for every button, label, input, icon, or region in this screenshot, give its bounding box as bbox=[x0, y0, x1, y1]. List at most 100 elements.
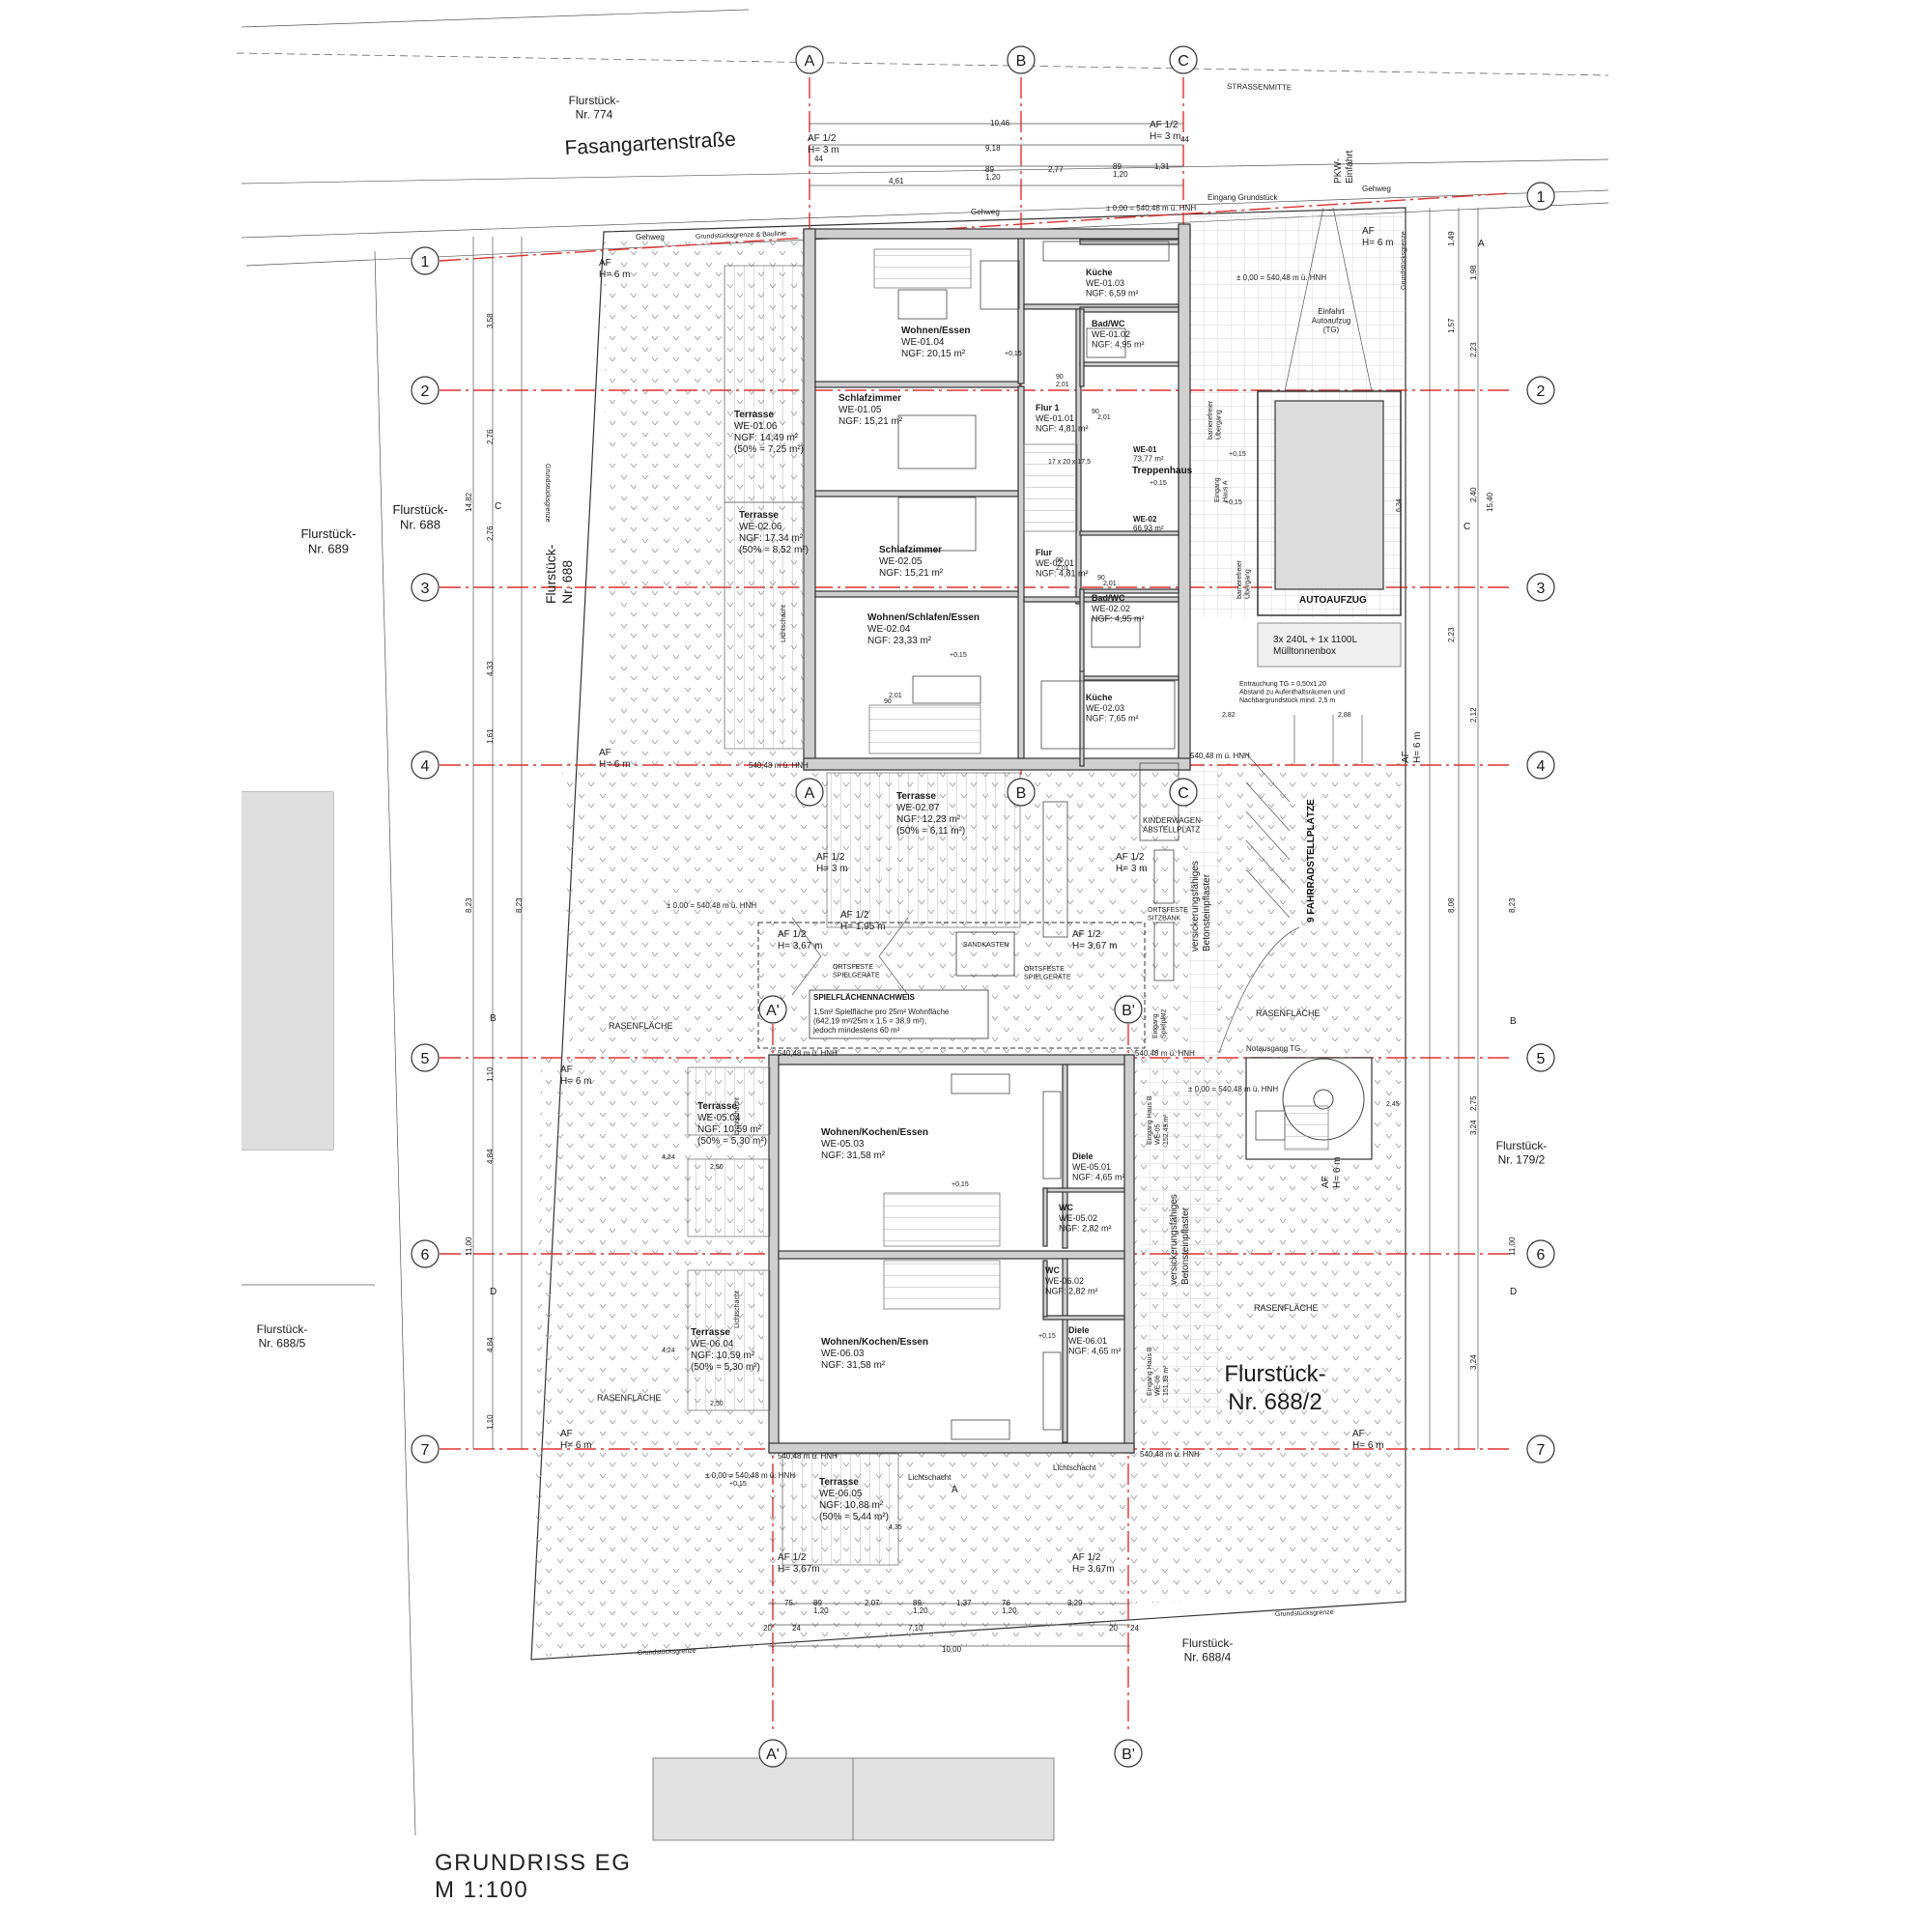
dim-bottom-10: 7,10 bbox=[908, 1624, 923, 1633]
label-labels-grenze_baulinie: Grundstücksgrenze & Baulinie bbox=[696, 231, 786, 241]
dim-top-7: 1,20 bbox=[1113, 170, 1128, 179]
title-block: GRUNDRISS EG M 1:100 bbox=[435, 1850, 631, 1903]
dim-right-3: 1,49 bbox=[1447, 231, 1456, 246]
dim-top-6: 89 bbox=[1113, 162, 1122, 171]
grid-row-right-6-label: 7 bbox=[1537, 1442, 1546, 1459]
lift-area bbox=[1257, 207, 1402, 668]
street-center-label: STRASSENMITTE bbox=[1227, 82, 1292, 92]
dim-misc-21: +0,15 bbox=[1229, 451, 1246, 458]
label-labels-pflaster1: versickerungsfähigesBetonsteinpflaster bbox=[1190, 861, 1212, 952]
grid-row-left-6-bubble bbox=[411, 1435, 440, 1463]
parcel-688-vertical: Flurstück-Nr. 688 bbox=[543, 544, 575, 604]
lichtschacht-4: Lichtschacht bbox=[734, 1097, 741, 1135]
grid-colp-top-1-bubble bbox=[1114, 995, 1143, 1024]
dim-left-outer-1: 8,23 bbox=[465, 897, 473, 913]
dim-misc-24: +0,15 bbox=[952, 1181, 969, 1188]
grid-row-left-2-label: 3 bbox=[421, 581, 430, 597]
section-marker-1: C bbox=[495, 501, 501, 512]
dim-right-7: 2,40 bbox=[1469, 487, 1478, 502]
building-haus-b bbox=[768, 1054, 1135, 1454]
label-labels-aufzug_box: AUTOAUFZUG bbox=[1299, 595, 1367, 606]
dim-left-outer-2: 11,00 bbox=[465, 1236, 473, 1256]
label-parcels-p1792: Flurstück-Nr. 179/2 bbox=[1496, 1139, 1548, 1166]
grid-colp-top-0-bubble bbox=[758, 995, 787, 1024]
dim-misc-14: 2,50 bbox=[710, 1401, 724, 1407]
dim-misc-12: 6,34 bbox=[1396, 498, 1403, 512]
label-labels-hnh_top: ± 0,00 = 540,48 m ü. HNH bbox=[1106, 204, 1196, 213]
dim-misc-25: +0,15 bbox=[1038, 1333, 1056, 1340]
dim-bottom-9: 3,29 bbox=[1067, 1599, 1083, 1607]
dim-left-inner-4: 1,61 bbox=[486, 728, 495, 744]
grid-row-right-3-bubble bbox=[1526, 751, 1555, 780]
grid-row-left-3-bubble bbox=[411, 751, 440, 780]
gehweg-2: Gehweg bbox=[971, 208, 1000, 216]
section-marker-3: B bbox=[490, 1013, 497, 1024]
label-labels-gehweg: Gehweg bbox=[636, 233, 665, 242]
terraces-haus-a bbox=[724, 265, 1021, 928]
dim-right-8: 2,23 bbox=[1447, 627, 1456, 642]
grid-col-1-label: B bbox=[1016, 53, 1027, 70]
dim-misc-0: 90 bbox=[1056, 374, 1064, 381]
label-labels-eingang_grundstueck: Eingang Grundstück bbox=[1208, 193, 1278, 202]
dim-bottom-13: 24 bbox=[792, 1624, 801, 1633]
label-labels-lvl_a7: 540,48 m ü. HNH bbox=[778, 1452, 838, 1461]
label-parcels-p688a: Flurstück-Nr. 688 bbox=[392, 502, 447, 532]
dim-bottom-2: 1,20 bbox=[813, 1606, 829, 1615]
dim-top-2: 4,61 bbox=[889, 177, 904, 185]
dim-left-inner-2: 2,76 bbox=[486, 526, 495, 541]
dim-bottom-14: 20 bbox=[1109, 1624, 1118, 1633]
grid-row-right-3-label: 4 bbox=[1537, 758, 1546, 775]
label-labels-hnh_row5: ± 0,00 = 540,48 m ü. HNH bbox=[1188, 1085, 1278, 1094]
label-labels-hnh_bottom: ± 0,00 = 540,48 m ü. HNH bbox=[705, 1471, 795, 1480]
dim-misc-17: 4,24 bbox=[662, 1348, 675, 1354]
grid-col-2-label: C bbox=[1178, 53, 1189, 70]
grid-col-low-2-label: C bbox=[1178, 785, 1189, 802]
dim-bottom-7: 76 bbox=[1002, 1599, 1010, 1607]
gehweg-3: Gehweg bbox=[1362, 185, 1391, 193]
label-parcels-p6884: Flurstück-Nr. 688/4 bbox=[1182, 1636, 1234, 1663]
dim-bottom-0: 75 bbox=[784, 1599, 793, 1607]
drawing-scale: M 1:100 bbox=[435, 1876, 529, 1903]
dim-top-8: 1,31 bbox=[1154, 162, 1170, 171]
grid-col-low-0-label: A bbox=[805, 785, 815, 802]
dim-misc-2: 90 bbox=[1092, 409, 1099, 415]
grid-colp-bot-0-bubble bbox=[758, 1739, 787, 1768]
dim-misc-5: 2,01 bbox=[1056, 565, 1069, 572]
dim-misc-4: 90 bbox=[1056, 557, 1064, 564]
dim-misc-16: 4,24 bbox=[662, 1154, 675, 1161]
lichtschacht-2: Lichtschacht bbox=[1053, 1463, 1096, 1472]
label-labels-lvl_a5: 540,48 m ü. HNH bbox=[778, 1049, 838, 1058]
grid-col-2-bubble bbox=[1169, 45, 1198, 74]
section-marker-7: A bbox=[1478, 239, 1485, 249]
dim-top-1: 9,18 bbox=[985, 144, 1001, 153]
grid-col-low-1-label: B bbox=[1016, 785, 1027, 802]
grid-row-right-5-bubble bbox=[1526, 1239, 1555, 1268]
dim-misc-1: 2,01 bbox=[1056, 382, 1069, 388]
grenze-bottom: Grundstücksgrenze bbox=[638, 1648, 696, 1657]
dim-bottom-4: 89 bbox=[913, 1599, 922, 1607]
label-labels-sandkasten: SANDKASTEN bbox=[963, 942, 1009, 949]
dim-misc-23: +0,15 bbox=[950, 652, 967, 659]
section-marker-0: C bbox=[1463, 522, 1470, 532]
grid-row-left-3-label: 4 bbox=[421, 758, 430, 775]
dim-misc-15: 4,35 bbox=[889, 1524, 902, 1531]
dim-right-1: 8,23 bbox=[1508, 897, 1517, 913]
dim-left-inner-0: 3,58 bbox=[486, 313, 495, 328]
